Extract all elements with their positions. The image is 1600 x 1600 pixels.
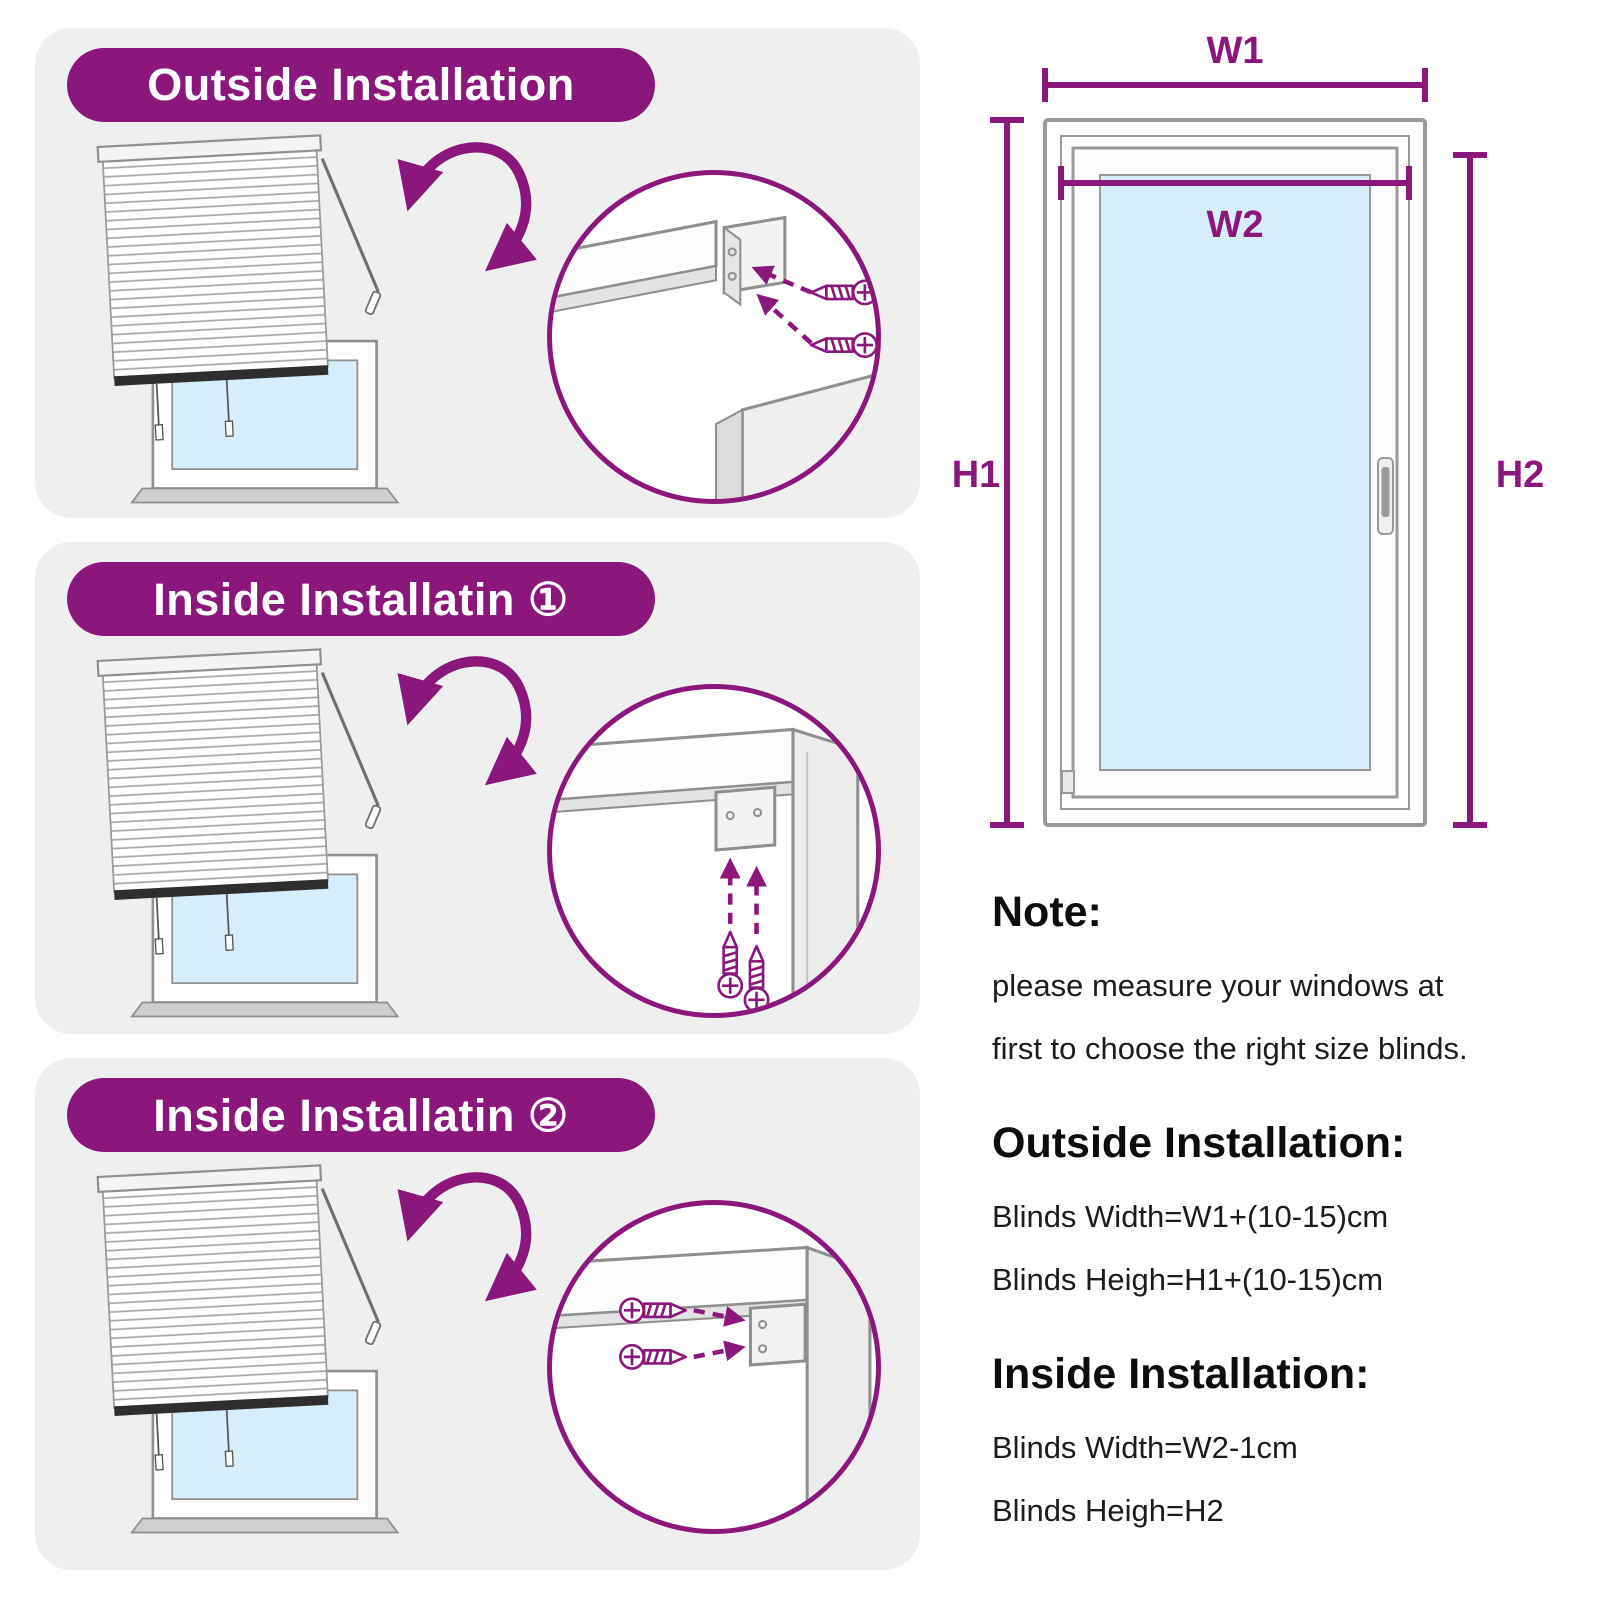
curved-arrow-icon — [383, 1156, 561, 1316]
label-h1: H1 — [952, 454, 1001, 496]
measurement-info: Note: please measure your windows at fir… — [992, 888, 1562, 1555]
panel-title-pill: Inside Installatin ② — [67, 1078, 655, 1152]
panel-inside-installation-1: Inside Installatin ① — [35, 542, 920, 1034]
inside-width-formula: Blinds Width=W2-1cm — [992, 1430, 1298, 1466]
note-heading: Note: — [992, 888, 1102, 936]
curved-arrow-icon — [383, 126, 561, 286]
panel-outside-installation: Outside Installation — [35, 28, 920, 518]
note-line-2: first to choose the right size blinds. — [992, 1031, 1468, 1067]
window-hinge — [1061, 770, 1075, 794]
outside-installation-heading: Outside Installation: — [992, 1118, 1406, 1167]
curved-arrow-icon — [383, 640, 561, 800]
panel-title: Outside Installation — [147, 59, 575, 110]
dimension-lines — [990, 68, 1487, 828]
blinds-window-illustration — [96, 1163, 400, 1535]
window-handle — [1377, 457, 1394, 535]
bracket-detail-circle-outside — [547, 170, 881, 504]
label-w2: W2 — [1207, 204, 1264, 246]
inside-bracket-mounting-illustration-2 — [552, 1205, 876, 1529]
panel-inside-installation-2: Inside Installatin ② — [35, 1058, 920, 1570]
bracket-detail-circle-inside-2 — [547, 1200, 881, 1534]
panel-title-pill: Outside Installation — [67, 48, 655, 122]
panel-title: Inside Installatin ① — [153, 573, 569, 625]
inside-installation-heading: Inside Installation: — [992, 1349, 1370, 1398]
label-w1: W1 — [1207, 30, 1264, 72]
window-measurement-diagram: W1 W2 H1 H2 — [952, 30, 1545, 828]
outside-width-formula: Blinds Width=W1+(10-15)cm — [992, 1199, 1389, 1235]
outside-bracket-mounting-illustration — [552, 175, 876, 499]
inside-height-formula: Blinds Heigh=H2 — [992, 1493, 1224, 1529]
inside-bracket-mounting-illustration-1 — [552, 689, 876, 1013]
blinds-window-illustration — [96, 647, 400, 1019]
note-line-1: please measure your windows at — [992, 968, 1444, 1004]
blinds-window-illustration — [96, 133, 400, 505]
bracket-detail-circle-inside-1 — [547, 684, 881, 1018]
panel-title: Inside Installatin ② — [153, 1089, 569, 1141]
panel-title-pill: Inside Installatin ① — [67, 562, 655, 636]
outside-height-formula: Blinds Heigh=H1+(10-15)cm — [992, 1262, 1384, 1298]
label-h2: H2 — [1496, 454, 1545, 496]
